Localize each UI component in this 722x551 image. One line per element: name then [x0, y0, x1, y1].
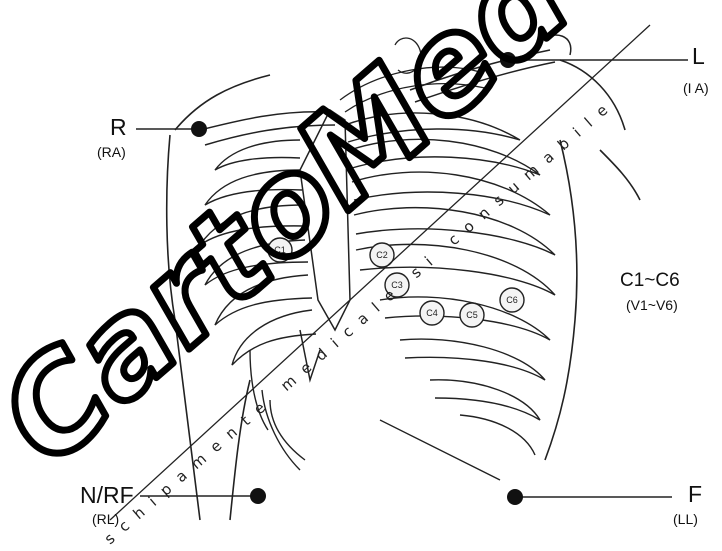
c5-label: C5 [466, 310, 478, 320]
ll-sublabel: (LL) [673, 512, 698, 526]
rl-label: N/RF [80, 484, 134, 507]
rl-sublabel: (RL) [92, 512, 119, 526]
c6-label: C6 [506, 295, 518, 305]
ra-sublabel: (RA) [97, 145, 126, 159]
la-sublabel: (I A) [683, 81, 709, 95]
ra-label: R [110, 116, 127, 139]
c2-label: C2 [376, 250, 388, 260]
watermark-text: CartoMed [0, 0, 598, 493]
chest-leads-sublabel: (V1~V6) [626, 298, 678, 312]
chest-leads-label: C1~C6 [620, 271, 680, 290]
la-label: L [692, 45, 705, 68]
ra-electrode [191, 121, 207, 137]
watermark: CartoMed schipamente medicale si consuma… [0, 0, 650, 548]
c4-label: C4 [426, 308, 438, 318]
rl-electrode [250, 488, 266, 504]
ll-label: F [688, 483, 702, 506]
ll-electrode [507, 489, 523, 505]
